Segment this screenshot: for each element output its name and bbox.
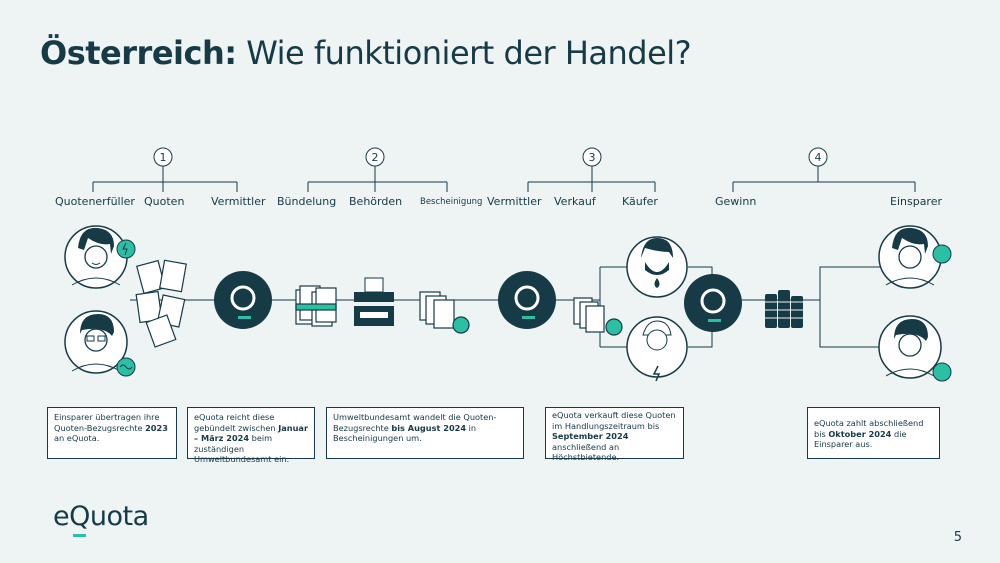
step-2-number: 2 xyxy=(372,151,379,164)
step-1-circle xyxy=(153,147,173,167)
equota-logo: eQuota xyxy=(53,501,149,537)
step-4-number: 4 xyxy=(815,151,822,164)
person-einsparer-2-icon xyxy=(878,315,952,382)
info-box-step-2a: eQuota reicht diese gebündelt zwischen J… xyxy=(187,407,315,464)
label-vermittler-2: Vermittler xyxy=(487,195,542,208)
label-vermittler-1: Vermittler xyxy=(211,195,266,208)
authority-building-icon xyxy=(354,277,394,326)
info-box-step-2b: Umweltbundesamt wandelt die Quoten-Bezug… xyxy=(326,407,524,459)
info-box-step-1: Einsparer übertragen ihre Quoten-Bezugsr… xyxy=(47,407,177,459)
label-kaeufer: Käufer xyxy=(622,195,658,208)
coin-stacks-icon xyxy=(765,290,803,328)
equota-node-2-icon xyxy=(498,271,556,329)
label-quoten: Quoten xyxy=(144,195,184,208)
step-2-circle xyxy=(365,147,385,167)
person-quotenerfueller-2-icon xyxy=(64,310,136,377)
label-einsparer: Einsparer xyxy=(890,195,942,208)
info-box-step-4: eQuota zahlt abschließend bis Oktober 20… xyxy=(807,407,940,459)
info-box-step-3: eQuota verkauft diese Quoten im Handlung… xyxy=(545,407,684,462)
label-gewinn: Gewinn xyxy=(715,195,756,208)
step-1-number: 1 xyxy=(160,151,167,164)
buyer-energy-icon xyxy=(626,316,688,382)
equota-node-1-icon xyxy=(214,271,272,329)
bundled-documents-icon xyxy=(295,285,337,327)
sale-documents-icon xyxy=(573,297,623,336)
person-einsparer-1-icon xyxy=(878,225,952,289)
label-behoerden: Behörden xyxy=(349,195,402,208)
step-3-circle xyxy=(582,147,602,167)
equota-node-3-icon xyxy=(684,274,742,332)
label-verkauf: Verkauf xyxy=(554,195,597,208)
label-bescheinigung: Bescheinigung xyxy=(420,197,482,207)
step-4-circle xyxy=(808,147,828,167)
label-buendelung: Bündelung xyxy=(277,195,336,208)
person-quotenerfueller-1-icon xyxy=(64,225,136,289)
certificates-icon xyxy=(419,291,470,334)
step-3-number: 3 xyxy=(589,151,596,164)
page-title: Österreich: Wie funktioniert der Handel? xyxy=(40,34,692,72)
label-quotenerfueller: Quotenerfüller xyxy=(55,195,135,208)
documents-pile-icon xyxy=(135,259,187,348)
page-number: 5 xyxy=(953,530,962,545)
buyer-oil-icon xyxy=(626,236,688,298)
